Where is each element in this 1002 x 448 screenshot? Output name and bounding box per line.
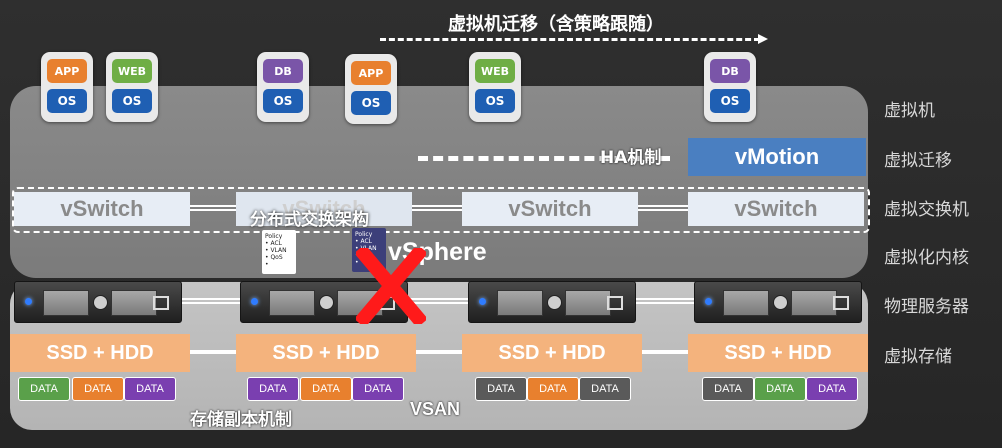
migration-arrow [380, 38, 760, 41]
data-block: DATA [806, 377, 858, 401]
port-icon [153, 296, 169, 310]
led-icon [251, 298, 258, 305]
policy-item: • VLAN [265, 247, 287, 254]
ssd-hdd-box: SSD + HDD [462, 334, 642, 372]
vm-card: WEB OS [106, 52, 158, 122]
knob-icon [319, 295, 334, 310]
layer-label-vm: 虚拟机 [884, 101, 935, 121]
vm-web-label: WEB [475, 59, 515, 83]
vswitch-box: vSwitch [462, 192, 638, 226]
data-block: DATA [579, 377, 631, 401]
led-icon [705, 298, 712, 305]
policy-title: Policy [355, 231, 373, 238]
port-icon [607, 296, 623, 310]
policy-card: Policy • ACL • VLAN • QoS • [262, 230, 296, 274]
knob-icon [93, 295, 108, 310]
vswitch-box: vSwitch [688, 192, 864, 226]
migration-title: 虚拟机迁移（含策略跟随） [448, 14, 664, 35]
vswitch-dashed-frame [12, 187, 870, 233]
drive-bay [43, 290, 89, 316]
vm-app-label: APP [47, 59, 87, 83]
vmotion-box: vMotion [688, 138, 866, 176]
policy-item: • QoS [265, 254, 283, 261]
data-block: DATA [352, 377, 404, 401]
drive-bay [111, 290, 157, 316]
vm-card: WEB OS [469, 52, 521, 122]
vswitch-box: vSwitch [14, 192, 190, 226]
failure-x-icon [356, 248, 426, 324]
ha-dashed-line [418, 156, 670, 161]
drive-bay [497, 290, 543, 316]
physical-server [468, 281, 636, 323]
data-block: DATA [300, 377, 352, 401]
vm-app-label: APP [351, 61, 391, 85]
vm-db-label: DB [710, 59, 750, 83]
policy-item: • [265, 261, 269, 268]
vm-os-label: OS [263, 89, 303, 113]
led-icon [25, 298, 32, 305]
data-block: DATA [527, 377, 579, 401]
led-icon [479, 298, 486, 305]
knob-icon [547, 295, 562, 310]
data-block: DATA [124, 377, 176, 401]
data-block: DATA [702, 377, 754, 401]
vm-card: DB OS [704, 52, 756, 122]
drive-bay [791, 290, 837, 316]
vm-os-label: OS [710, 89, 750, 113]
storage-replica-label: 存储副本机制 [190, 410, 292, 430]
vm-web-label: WEB [112, 59, 152, 83]
migration-arrowhead-icon [758, 34, 768, 44]
knob-icon [773, 295, 788, 310]
vm-os-label: OS [475, 89, 515, 113]
data-block: DATA [247, 377, 299, 401]
layer-label-server: 物理服务器 [884, 297, 969, 317]
layer-label-migration: 虚拟迁移 [884, 151, 952, 171]
vm-card: DB OS [257, 52, 309, 122]
data-block: DATA [72, 377, 124, 401]
data-block: DATA [754, 377, 806, 401]
layer-label-vswitch: 虚拟交换机 [884, 200, 969, 220]
physical-server [14, 281, 182, 323]
layer-label-storage: 虚拟存储 [884, 347, 952, 367]
policy-title: Policy [265, 233, 283, 240]
vsan-label: VSAN [410, 399, 461, 419]
drive-bay [565, 290, 611, 316]
port-icon [833, 296, 849, 310]
vm-db-label: DB [263, 59, 303, 83]
distributed-switch-label: 分布式交换架构 [250, 210, 369, 230]
drive-bay [269, 290, 315, 316]
vm-os-label: OS [47, 89, 87, 113]
ssd-hdd-box: SSD + HDD [10, 334, 190, 372]
data-block: DATA [475, 377, 527, 401]
policy-item: • ACL [355, 238, 372, 245]
physical-server [694, 281, 862, 323]
ssd-hdd-box: SSD + HDD [236, 334, 416, 372]
vswitch-link-line [190, 205, 688, 211]
vm-os-label: OS [351, 91, 391, 115]
vm-card: APP OS [41, 52, 93, 122]
ssd-hdd-box: SSD + HDD [688, 334, 868, 372]
server-link-line [178, 298, 698, 304]
data-block: DATA [18, 377, 70, 401]
vm-os-label: OS [112, 89, 152, 113]
policy-item: • ACL [265, 240, 282, 247]
vm-card: APP OS [345, 54, 397, 124]
drive-bay [723, 290, 769, 316]
policy-item: • [355, 259, 359, 266]
vswitch-box: vSwitch [236, 192, 412, 226]
layer-label-kernel: 虚拟化内核 [884, 248, 969, 268]
storage-link-line [190, 350, 688, 354]
ha-label: HA机制 [600, 148, 662, 168]
